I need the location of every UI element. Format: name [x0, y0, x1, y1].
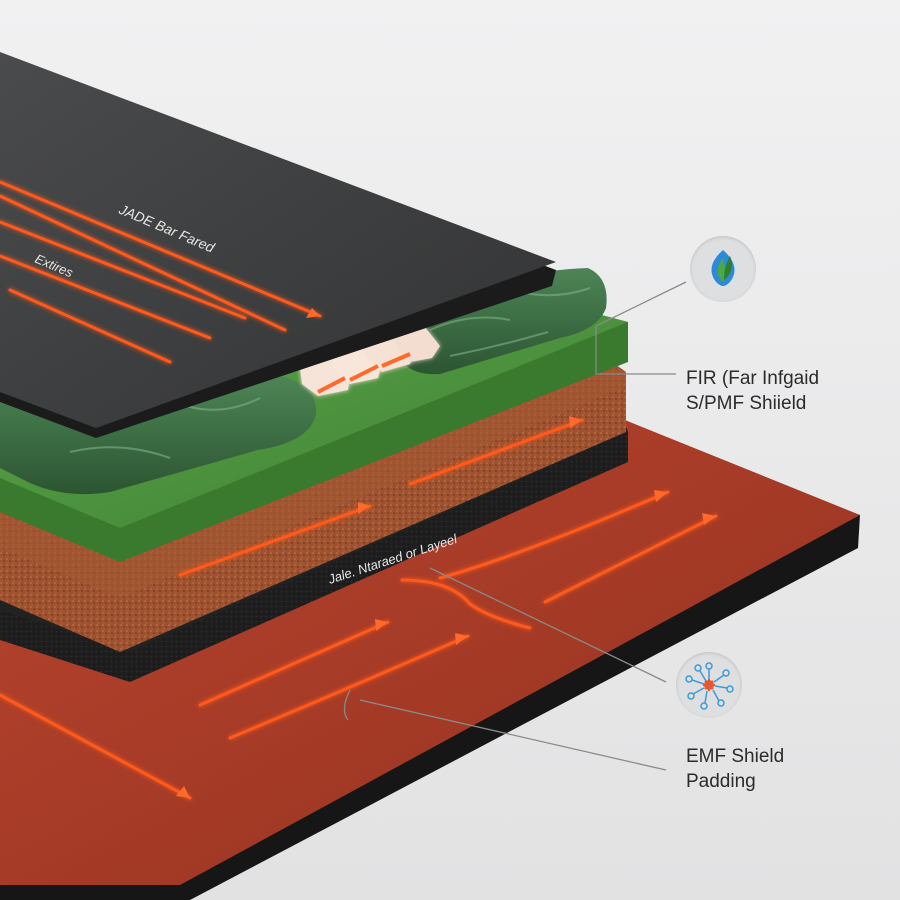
emf-callout-line2: Padding [686, 769, 784, 794]
leaf-water-drop-icon [690, 236, 756, 302]
fir-callout: FIR (Far Infgaid S/PMF Shiield [686, 366, 819, 416]
fir-badge [690, 236, 756, 302]
fir-callout-line2: S/PMF Shiield [686, 391, 819, 416]
fir-callout-line1: FIR (Far Infgaid [686, 366, 819, 391]
ion-burst-icon [676, 652, 742, 718]
emf-callout: EMF Shield Padding [686, 744, 784, 794]
emf-badge [676, 652, 742, 718]
emf-callout-line1: EMF Shield [686, 744, 784, 769]
